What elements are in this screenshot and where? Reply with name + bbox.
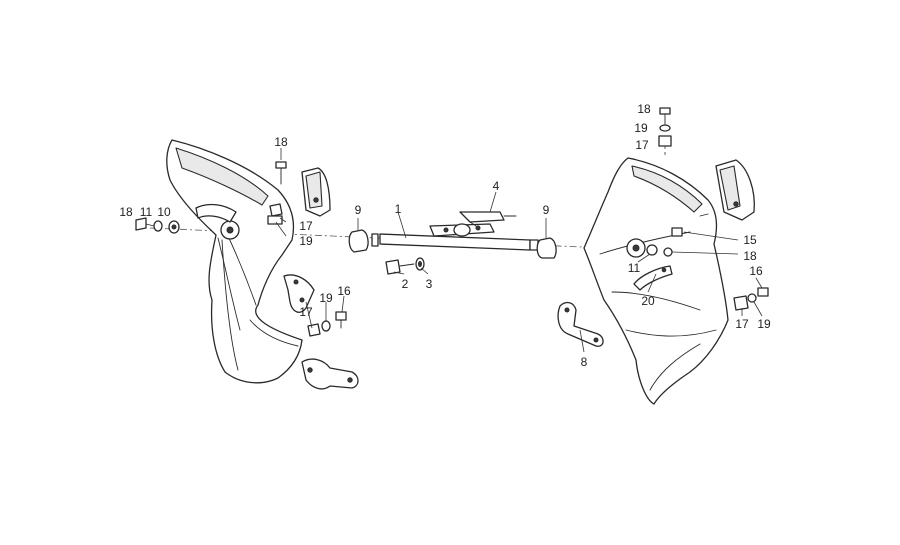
callout-18-left-top: 18 <box>274 135 288 149</box>
callout-18-right-mid: 18 <box>743 249 757 263</box>
callout-1: 1 <box>395 202 402 216</box>
center-bracket <box>429 211 517 237</box>
callout-3: 3 <box>426 277 433 291</box>
right-lower-fasteners <box>733 287 769 311</box>
callout-10: 10 <box>157 205 171 219</box>
callout-4: 4 <box>493 179 500 193</box>
left-upper-bracket <box>301 167 331 217</box>
callout-15: 15 <box>743 233 757 247</box>
callout-9-left: 9 <box>355 203 362 217</box>
right-lower-bracket <box>557 301 604 347</box>
callout-18-right-top: 18 <box>637 102 651 116</box>
callout-19-right-top: 19 <box>634 121 648 135</box>
right-fairing-panel <box>583 157 729 405</box>
callout-16-left: 16 <box>337 284 351 298</box>
left-fasteners <box>135 161 287 234</box>
center-shaft <box>348 229 557 259</box>
callout-19-left-lower: 19 <box>319 291 333 305</box>
callout-11-right: 11 <box>628 261 641 275</box>
left-lower-fasteners <box>307 311 347 337</box>
callout-9-right: 9 <box>543 203 550 217</box>
callout-16-right: 16 <box>749 264 763 278</box>
callout-20: 20 <box>641 294 655 308</box>
callout-17-left-lower: 17 <box>299 305 313 319</box>
callout-17-right-lower: 17 <box>735 317 749 331</box>
callout-17-right-top: 17 <box>635 138 649 152</box>
callout-17-left-upper: 17 <box>299 219 313 233</box>
left-bottom-bracket <box>301 358 359 390</box>
right-bracket-20 <box>633 265 673 291</box>
leader-lines <box>275 148 763 353</box>
callout-8: 8 <box>581 355 588 369</box>
callout-19-right-lower: 19 <box>757 317 771 331</box>
callout-19-left-upper: 19 <box>299 234 313 248</box>
callout-18-left: 18 <box>119 205 133 219</box>
left-fairing-panel <box>166 139 303 384</box>
right-top-fasteners <box>658 107 672 158</box>
part-number-labels: 1 2 3 4 8 9 9 10 11 11 15 16 16 17 17 17… <box>119 102 771 369</box>
callout-11-left: 11 <box>140 205 153 219</box>
callout-2: 2 <box>402 277 409 291</box>
right-upper-bracket <box>715 159 755 221</box>
bolt-and-washer <box>385 257 425 275</box>
